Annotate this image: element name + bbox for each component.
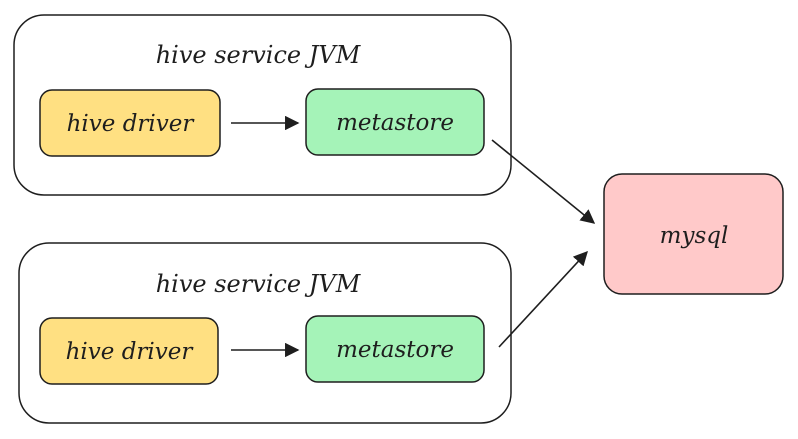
hive-driver-box <box>39 317 219 385</box>
arrow-top-metastore-to-mysql <box>491 139 596 224</box>
jvm-title: hive service JVM <box>156 41 362 69</box>
metastore-label: metastore <box>336 337 454 363</box>
mysql-node: mysql <box>603 173 784 295</box>
metastore-label: metastore <box>336 110 454 136</box>
hive-driver-label: hive driver <box>66 339 195 365</box>
hive-driver-box <box>39 89 221 157</box>
jvm-group-bottom: hive service JVM hive driver metastore <box>18 242 512 424</box>
mysql-box <box>603 173 784 295</box>
metastore-box <box>305 315 485 383</box>
jvm-container <box>13 14 512 196</box>
metastore-box <box>305 88 485 156</box>
jvm-group-top: hive service JVM hive driver metastore <box>13 14 512 196</box>
jvm-title: hive service JVM <box>156 270 362 298</box>
mysql-label: mysql <box>660 223 729 249</box>
hive-driver-label: hive driver <box>67 111 196 137</box>
arrow-bottom-metastore-to-mysql <box>498 250 588 348</box>
